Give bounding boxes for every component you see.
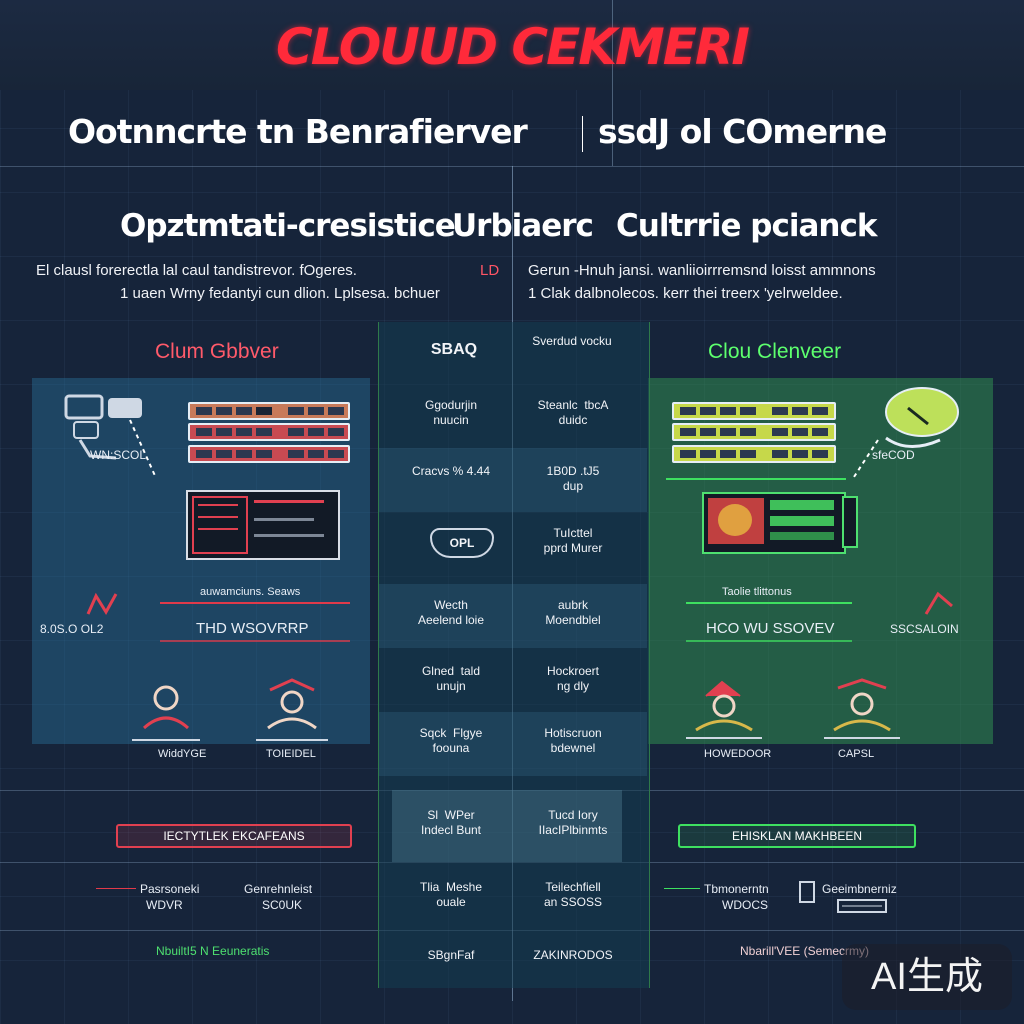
chart-arrow-icon: [924, 591, 953, 615]
header-band: [0, 0, 1024, 90]
comparison-cell-right: 1B0D .tJ5 dup: [546, 464, 600, 493]
comparison-row-band: [379, 712, 647, 776]
page-title: CLOUUD CEKMERI: [276, 18, 750, 76]
subtitle-right: ssdJ ol COmerne: [598, 112, 887, 151]
left-bottom-a: Pasrsoneki: [140, 882, 200, 896]
left-accent-line: [96, 888, 136, 889]
comparison-cell-right: Teilechfiell an SSOSS: [543, 880, 603, 909]
left-footer: NbuiltI5 N Eeuneratis: [156, 944, 270, 958]
server-rack-icon: [672, 423, 836, 441]
center-header-right: Sverdud vocku: [532, 334, 612, 348]
left-line-label: auwamciuns. Seaws: [200, 586, 301, 598]
chart-arrow-icon: [86, 592, 118, 615]
right-panel-title: Clou Clenveer: [708, 340, 842, 363]
left-figure-label-2: TOIEIDEL: [266, 748, 316, 760]
left-metric-small: 8.0S.O OL2: [40, 622, 104, 636]
left-metric-main: THD WSOVRRP: [196, 620, 309, 637]
left-panel-title: Clum Gbbver: [155, 340, 279, 363]
right-metric-small: SSCSALOIN: [890, 622, 959, 636]
right-connector-label: sfeCOD: [872, 448, 915, 462]
right-figure-label-2: CAPSL: [838, 748, 875, 760]
left-accent-line: [160, 602, 350, 604]
right-bottom-c: Geeimbnerniz: [822, 882, 897, 896]
left-bottom-pill: IECTYTLEK EKCAFEANS: [116, 824, 352, 848]
comparison-row-band: [392, 790, 622, 862]
comparison-cell-right: TuIcttel pprd Murer: [543, 526, 603, 555]
comparison-cell-right: Hockroert ng dly: [546, 664, 599, 693]
divider-line: [612, 0, 613, 166]
center-header-icon: SBAQ: [430, 341, 478, 358]
worker-figure-icon: [686, 680, 762, 739]
comparison-cell-left: Sqck Flgye foouna: [419, 726, 483, 755]
description-left-tag: LD: [480, 262, 500, 279]
comparison-row-band: [379, 448, 647, 512]
left-accent-line: [160, 640, 350, 642]
right-bottom-a: Tbmonerntn: [704, 882, 769, 896]
right-bottom-b: WDOCS: [722, 898, 768, 912]
comparison-column: [378, 322, 650, 988]
right-line-label: Taolie tlittonus: [722, 586, 792, 598]
left-bottom-b: WDVR: [146, 898, 183, 912]
section-heading-right: Cultrrie pcianck: [616, 208, 877, 244]
right-bottom-pill: EHISKLAN MAKHBEEN: [678, 824, 916, 848]
comparison-cell-left: OPL: [430, 528, 494, 558]
section-heading-left: Opztmtati-cresistice: [120, 208, 456, 244]
comparison-cell-left: SBgnFaf: [427, 948, 475, 962]
worker-figure-icon: [256, 678, 328, 741]
left-bottom-d: SC0UK: [262, 898, 303, 912]
left-bottom-c: Genrehnleist: [244, 882, 313, 896]
worker-figure-icon: [824, 678, 900, 739]
comparison-cell-left: Cracvs % 4.44: [411, 464, 491, 478]
comparison-cell-right: Hotiscruon bdewnel: [544, 726, 602, 755]
person-at-computer-icon: [64, 394, 157, 479]
comparison-cell-right: Steanlc tbcA duidc: [537, 398, 609, 427]
right-accent-line: [686, 640, 852, 642]
server-rack-icon: [672, 445, 836, 463]
dashboard-screen-icon: [702, 492, 846, 554]
subtitle-separator: [582, 116, 583, 152]
server-rack-icon: [188, 423, 350, 441]
right-figure-label-1: HOWEDOOR: [704, 748, 772, 760]
comparison-cell-right: aubrk Moendblel: [545, 598, 601, 627]
section-heading-mid: Urbiaerc: [452, 208, 594, 244]
server-rack-icon: [188, 402, 350, 420]
left-figure-label-1: WiddYGE: [158, 748, 207, 760]
document-stack-icon: [799, 881, 887, 913]
subtitle-left: Ootnncrte tn Benrafierver: [68, 112, 528, 151]
right-accent-line: [666, 478, 846, 480]
right-footer: Nbarill'VEE (Semecrmy): [740, 944, 869, 958]
right-metric-main: HCO WU SSOVEV: [706, 620, 835, 637]
comparison-cell-left: Sl WPer Indecl Bunt: [420, 808, 482, 837]
ai-generated-badge: AI生成: [842, 944, 1012, 1010]
description-right-line1: Gerun -Hnuh jansi. wanliioirrremsnd lois…: [528, 262, 876, 279]
comparison-cell-left: Ggodurjin nuucin: [424, 398, 478, 427]
right-accent-line: [664, 888, 700, 889]
description-right-line2: 1 Clak dalbnolecos. kerr thei treerx 'ye…: [528, 285, 843, 302]
dashboard-screen-icon: [186, 490, 340, 560]
description-left-line1: El clausl forerectla lal caul tandistrev…: [36, 262, 357, 279]
right-accent-line: [686, 602, 852, 604]
comparison-cell-left: Tlia Meshe ouale: [419, 880, 483, 909]
left-connector-label: WN:SCOL: [90, 448, 147, 462]
server-rack-icon: [188, 445, 350, 463]
worker-figure-icon: [132, 685, 200, 741]
person-at-computer-icon: [851, 387, 959, 481]
screen-side-icon: [842, 496, 858, 548]
comparison-row-band: [379, 584, 647, 648]
comparison-cell-right: ZAKINRODOS: [533, 948, 613, 962]
comparison-cell-left: Glned tald unujn: [421, 664, 481, 693]
comparison-cell-left: Wecth Aeelend loie: [417, 598, 485, 627]
description-left-line2: 1 uaen Wrny fedantyi cun dlion. Lplsesa.…: [120, 285, 440, 302]
server-rack-icon: [672, 402, 836, 420]
comparison-cell-right: Tucd Iory IIacIPlbinmts: [538, 808, 608, 837]
